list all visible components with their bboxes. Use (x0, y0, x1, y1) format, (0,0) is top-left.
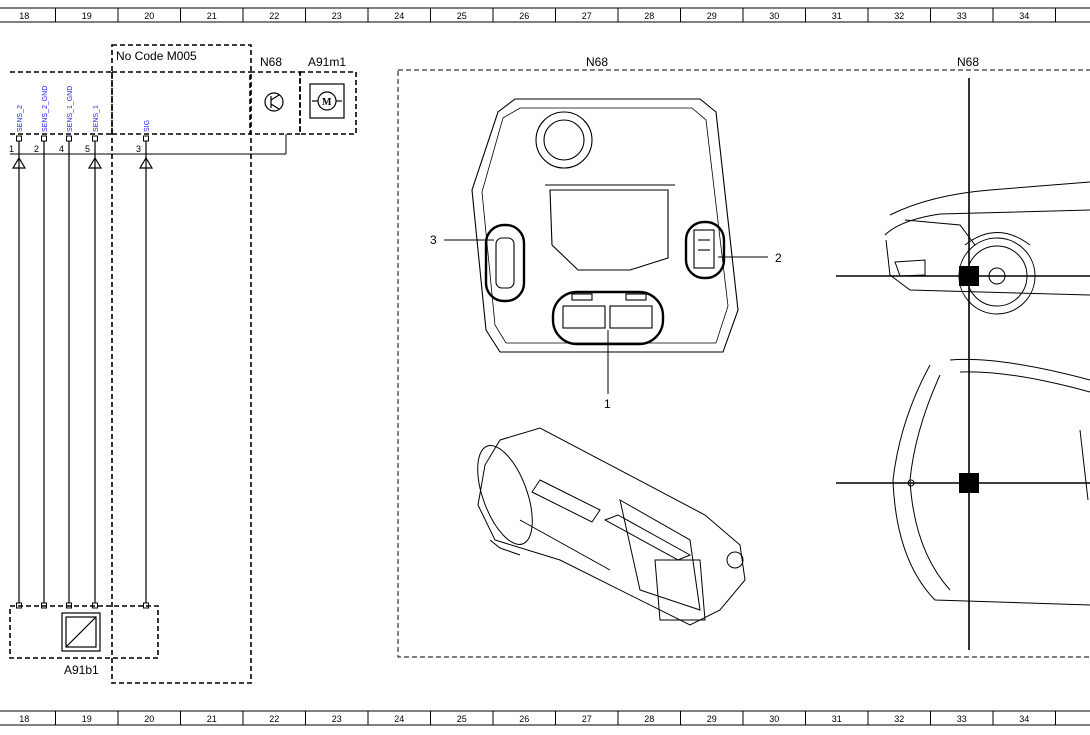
a91b1-label: A91b1 (64, 663, 99, 677)
top-ruler: 18 19 20 21 22 23 24 25 26 27 28 29 30 31 32 33 34 (0, 7, 1090, 23)
bottom-ruler: 18 19 20 21 22 23 24 25 26 27 28 29 30 31 32 33 34 (0, 710, 1090, 726)
motor-icon: M (309, 83, 345, 119)
callout-3: 3 (430, 233, 437, 247)
n68-car-label: N68 (957, 55, 979, 69)
bottom-ruler-number: 26 (519, 714, 529, 724)
pin-terminal (92, 135, 98, 142)
connector-pins: SENS_2 1 SENS_2_GND 2 SENS_1_GND 4 SENS_1 5 SIG 3 (9, 86, 154, 609)
locator-mark-icon (959, 473, 979, 493)
top-ruler-number: 23 (332, 11, 342, 21)
a91m1-label: A91m1 (308, 55, 346, 69)
n68-top-label: N68 (260, 55, 282, 69)
top-ruler-number: 29 (707, 11, 717, 21)
top-ruler-number: 27 (582, 11, 592, 21)
bottom-ruler-number: 29 (707, 714, 717, 724)
top-ruler-number: 34 (1019, 11, 1029, 21)
pin-number: 3 (136, 144, 141, 154)
bottom-ruler-number: 30 (769, 714, 779, 724)
locator-mark-icon (959, 266, 979, 286)
bottom-ruler-number: 22 (269, 714, 279, 724)
bottom-ruler-number: 31 (832, 714, 842, 724)
bottom-ruler-number: 25 (457, 714, 467, 724)
pin-terminal (16, 135, 22, 142)
pin-number: 5 (85, 144, 90, 154)
locator-crosshairs (836, 78, 1090, 650)
pin-signal-label: SENS_1_GND (67, 86, 74, 132)
top-ruler-number: 21 (207, 11, 217, 21)
bottom-ruler-number: 20 (144, 714, 154, 724)
no-code-frame (111, 44, 252, 684)
bottom-ruler-number: 34 (1019, 714, 1029, 724)
pin-terminal (66, 135, 72, 142)
bottom-ruler-number: 21 (207, 714, 217, 724)
bottom-ruler-number: 19 (82, 714, 92, 724)
bottom-ruler-number: 18 (19, 714, 29, 724)
actuator-view (477, 427, 746, 626)
top-ruler-number: 30 (769, 11, 779, 21)
bottom-ruler-number: 23 (332, 714, 342, 724)
bottom-ruler-number: 32 (894, 714, 904, 724)
bottom-ruler-number: 24 (394, 714, 404, 724)
top-ruler-number: 33 (957, 11, 967, 21)
sensor-icon (61, 612, 101, 652)
pin-signal-label: SENS_1 (93, 105, 100, 132)
top-ruler-number: 31 (832, 11, 842, 21)
top-ruler-number: 18 (19, 11, 29, 21)
top-ruler-number: 32 (894, 11, 904, 21)
car-front-view (892, 358, 1090, 606)
pin-number: 1 (9, 144, 14, 154)
pin-signal-label: SIG (144, 120, 151, 132)
top-ruler-number: 26 (519, 11, 529, 21)
callout-1: 1 (604, 397, 611, 411)
top-ruler-number: 19 (82, 11, 92, 21)
no-code-label: No Code M005 (116, 49, 197, 63)
n68-frame (10, 71, 301, 135)
callout-2: 2 (775, 251, 782, 265)
pin-terminal (41, 135, 47, 142)
top-ruler-number: 22 (269, 11, 279, 21)
pin-number: 2 (34, 144, 39, 154)
ground-arrow-icon (11, 156, 27, 169)
pin-signal-label: SENS_2 (17, 105, 24, 132)
transistor-icon (264, 92, 284, 112)
a91m1-frame (299, 71, 357, 135)
top-ruler-number: 20 (144, 11, 154, 21)
pin-terminal (143, 135, 149, 142)
pin-number: 4 (59, 144, 64, 154)
component-view-frame (397, 69, 1090, 658)
control-unit-top-view (471, 98, 739, 353)
svg-text:M: M (322, 97, 332, 108)
a91b1-frame (9, 605, 159, 659)
top-ruler-number: 28 (644, 11, 654, 21)
bottom-ruler-number: 28 (644, 714, 654, 724)
bottom-ruler-number: 33 (957, 714, 967, 724)
bottom-ruler-number: 27 (582, 714, 592, 724)
ground-arrow-icon (138, 156, 154, 169)
callout-lines (444, 239, 768, 394)
ground-arrow-icon (87, 156, 103, 169)
top-ruler-number: 24 (394, 11, 404, 21)
top-ruler-number: 25 (457, 11, 467, 21)
pin-signal-label: SENS_2_GND (42, 86, 49, 132)
n68-view-label: N68 (586, 55, 608, 69)
car-side-view (884, 181, 1090, 315)
